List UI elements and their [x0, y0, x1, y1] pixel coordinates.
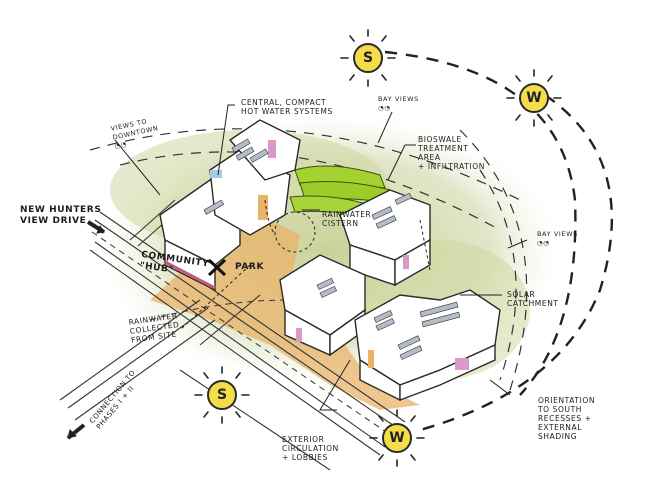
community-hub-marker: [207, 258, 227, 277]
label-solar-catchment: SOLAR CATCHMENT: [507, 290, 559, 308]
sun-rays: [194, 29, 562, 467]
sun-icon-southwest: W: [382, 423, 412, 453]
direction-arrows: [66, 220, 106, 440]
road-network: [59, 199, 406, 471]
label-bay-views-right: BAY VIEWS ◔◔: [537, 230, 578, 247]
leader-lines: [114, 104, 528, 411]
sun-path-arcs: [384, 50, 614, 432]
road-centerline: [91, 231, 396, 439]
label-new-hunters-view-drive: NEW HUNTERS VIEW DRIVE: [20, 205, 102, 226]
label-exterior-circulation: EXTERIOR CIRCULATION + LOBBIES: [282, 435, 339, 462]
label-bioswale-treatment: BIOSWALE TREATMENT AREA + INFILTRATION: [418, 135, 485, 171]
label-rainwater-cistern: RAINWATER CISTERN: [322, 210, 372, 228]
contour-lines: [89, 128, 528, 391]
label-central-hot-water: CENTRAL, COMPACT HOT WATER SYSTEMS: [241, 98, 333, 116]
building-cluster-north: [339, 189, 431, 287]
label-bay-views-top: BAY VIEWS ◔◔: [378, 95, 419, 112]
solar-panels: [203, 138, 461, 360]
label-orientation-to-south: ORIENTATION TO SOUTH RECESSES + EXTERNAL…: [538, 396, 596, 441]
rainwater-flow: [179, 199, 431, 331]
sun-icon-south: S: [207, 380, 237, 410]
label-park: PARK: [235, 262, 265, 272]
sun-icon-north: S: [353, 43, 383, 73]
sun-icon-east: W: [519, 83, 549, 113]
